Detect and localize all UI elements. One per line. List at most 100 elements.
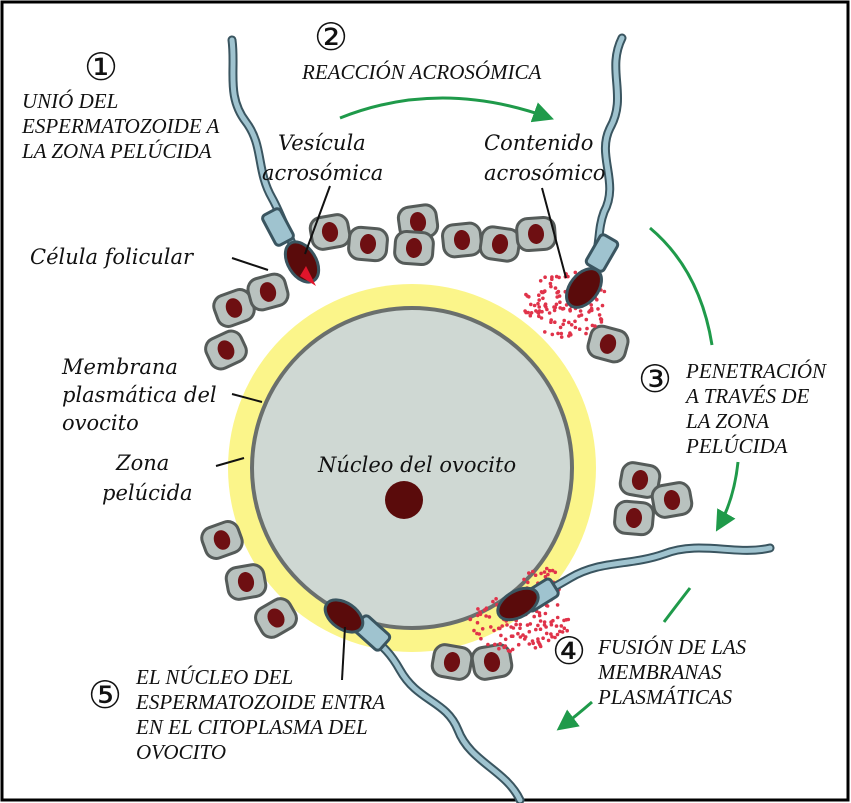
acrosome-dot [549, 320, 553, 324]
acrosome-dot [527, 571, 531, 575]
acrosome-dot [567, 321, 571, 325]
acrosome-dot [556, 616, 560, 620]
acrosome-dot [519, 623, 523, 627]
follicular-cell [431, 643, 474, 681]
follicular-cell [614, 500, 655, 535]
acrosome-dot [568, 308, 572, 312]
acrosome-dot [476, 621, 480, 625]
acrosome-dot [555, 624, 559, 628]
follicular-cell [471, 643, 514, 681]
acrosome-dot [578, 327, 582, 331]
acrosome-dot [555, 295, 559, 299]
acrosome-dot [519, 635, 523, 639]
acrosome-dot [534, 309, 538, 313]
acrosome-dot [529, 622, 533, 626]
label-celula-folicular: Célula folicular [30, 245, 195, 269]
step-3-number: ③ [638, 357, 672, 401]
acrosome-dot [555, 303, 559, 307]
acrosome-dot [528, 642, 532, 646]
acrosome-dot [518, 626, 522, 630]
acrosome-dot [574, 326, 578, 330]
label-nucleo-ovocito: Núcleo del ovocito [317, 453, 516, 477]
acrosome-dot [514, 623, 518, 627]
acrosome-dot [543, 330, 547, 334]
acrosome-dot [544, 612, 548, 616]
acrosome-dot [601, 304, 605, 308]
acrosome-dot [561, 323, 565, 327]
acrosome-dot [579, 309, 583, 313]
acrosome-dot [526, 581, 530, 585]
step-4-number: ④ [552, 629, 586, 673]
acrosome-dot [568, 331, 572, 335]
acrosome-dot [539, 645, 543, 649]
acrosome-dot [560, 332, 564, 336]
acrosome-dot [479, 637, 483, 641]
acrosome-dot [596, 307, 600, 311]
acrosome-dot [532, 615, 536, 619]
acrosome-dot [598, 313, 602, 317]
acrosome-dot [545, 632, 549, 636]
acrosome-dot [570, 323, 574, 327]
acrosome-dot [524, 293, 528, 297]
oocyte-nucleus [385, 481, 423, 519]
step-5-number: ⑤ [88, 673, 122, 717]
acrosome-dot [556, 332, 560, 336]
acrosome-dot [536, 302, 540, 306]
acrosome-dot [543, 275, 547, 279]
acrosome-dot [511, 634, 515, 638]
acrosome-dot [472, 629, 476, 633]
acrosome-dot [493, 643, 497, 647]
acrosome-dot [553, 309, 557, 313]
acrosome-dot [577, 314, 581, 318]
acrosome-dot [497, 647, 501, 651]
follicular-cell [651, 481, 694, 519]
acrosome-dot [562, 319, 566, 323]
acrosome-dot [539, 279, 543, 283]
acrosome-dot [599, 317, 603, 321]
acrosome-dot [558, 300, 562, 304]
follicular-cell [441, 222, 482, 258]
acrosome-dot [543, 304, 547, 308]
acrosome-dot [489, 625, 493, 629]
acrosome-dot [549, 285, 553, 289]
acrosome-dot [484, 614, 488, 618]
acrosome-dot [548, 311, 552, 315]
follicular-cell [309, 213, 352, 251]
acrosome-dot [545, 567, 549, 571]
acrosome-dot [550, 623, 554, 627]
acrosome-dot [553, 320, 557, 324]
acrosome-dot [590, 307, 594, 311]
acrosome-dot [531, 639, 535, 643]
acrosome-dot [492, 629, 496, 633]
acrosome-dot [540, 316, 544, 320]
acrosome-dot [523, 637, 527, 641]
acrosome-dot [516, 632, 520, 636]
acrosome-dot [534, 573, 538, 577]
acrosome-dot [543, 290, 547, 294]
acrosome-dot [557, 290, 561, 294]
acrosome-dot [584, 332, 588, 336]
acrosome-dot [534, 628, 538, 632]
acrosome-dot [556, 603, 560, 607]
acrosome-dot [494, 597, 498, 601]
acrosome-dot [547, 639, 551, 643]
acrosome-dot [529, 303, 533, 307]
acrosome-dot [477, 632, 481, 636]
follicular-cell [348, 226, 389, 261]
acrosome-dot [517, 643, 521, 647]
acrosome-dot [551, 333, 555, 337]
step-2-number: ② [314, 15, 348, 59]
acrosome-dot [505, 623, 509, 627]
acrosome-dot [491, 600, 495, 604]
acrosome-dot [550, 275, 554, 279]
acrosome-dot [557, 276, 561, 280]
acrosome-dot [549, 282, 553, 286]
acrosome-dot [504, 644, 508, 648]
acrosome-dot [499, 634, 503, 638]
acrosome-dot [530, 311, 534, 315]
acrosome-dot [537, 293, 541, 297]
acrosome-dot [585, 318, 589, 322]
step-2-caption: REACCIÓN ACROSÓMICA [301, 60, 542, 84]
acrosome-dot [585, 327, 589, 331]
acrosome-dot [554, 286, 558, 290]
